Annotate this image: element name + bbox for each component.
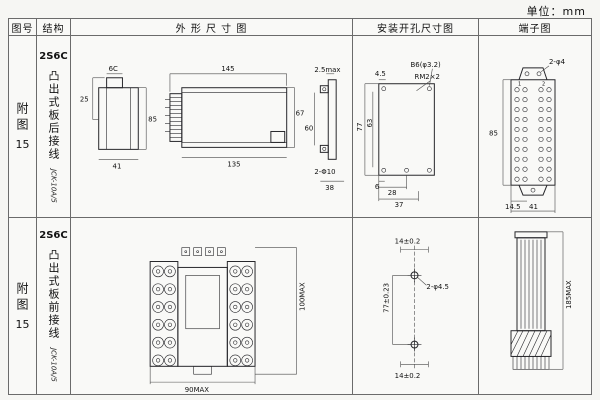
dim-67: 67: [296, 110, 305, 118]
dim-90max: 90MAX: [185, 386, 209, 394]
mounting-hole-top: [407, 268, 422, 283]
dim-60: 60: [305, 124, 314, 132]
fig-number: 15: [15, 138, 30, 151]
dimension-table: 图号 结构 外 形 尺 寸 图 安装开孔尺寸图 端子图 附图 15 2S6C 凸…: [8, 18, 592, 395]
fig-no-row2: 附图 15: [9, 218, 37, 394]
submodel-name: JCK-10A/5: [49, 348, 58, 382]
model-name: 2S6C: [39, 230, 68, 242]
mounting-holes-front-wiring: 14±0.2 2-φ4.5 77±0.23 14±0.2: [353, 218, 479, 394]
terminal-drawing-row2-svg: 185MAX: [510, 231, 573, 370]
relay-side-view: [514, 231, 548, 332]
dim-77: 77: [356, 123, 364, 132]
dim-41-terminal: 41: [529, 203, 538, 211]
header-structure: 结构: [37, 19, 71, 36]
dim-2phi4-5: 2-φ4.5: [426, 283, 449, 291]
mounting-drawing-row1-svg: 4.5 B6(φ3.2) RM2×2 77 63 6 28: [356, 61, 441, 209]
terminal-pins: [512, 356, 550, 370]
terminal-number-1: 1: [518, 82, 521, 88]
outline-drawing-rear-wiring: 6C 25 85 41 145: [71, 36, 353, 218]
dim-37: 37: [395, 201, 404, 209]
model-name: 2S6C: [39, 50, 68, 62]
dim-25: 25: [80, 96, 89, 104]
terminal-diagram-rear-wiring: 2-φ4 1 2: [479, 36, 591, 218]
dim-14-5: 14.5: [505, 203, 521, 211]
dim-2phi10: 2-Φ10: [314, 168, 335, 176]
terminal-screws-right: [229, 265, 253, 367]
unit-label: 单位：mm: [526, 5, 586, 18]
dim-85: 85: [148, 116, 157, 124]
submodel-name: JCK-10A/5: [49, 168, 58, 203]
header-terminal-diagram: 端子图: [479, 19, 591, 36]
dim-100max: 100MAX: [299, 282, 307, 311]
structure-text: 凸出式板后接线: [47, 69, 60, 161]
dim-185max: 185MAX: [565, 280, 573, 309]
dim-77-tol: 77±0.23: [383, 283, 391, 313]
dim-145: 145: [221, 65, 234, 73]
side-view: 6C 25 85 41: [80, 65, 157, 170]
outline-drawing-row1-svg: 6C 25 85 41 145: [80, 65, 345, 192]
mounting-ear-top: [518, 67, 548, 80]
socket-base: [510, 330, 552, 357]
terminal-diagram-front-wiring: 185MAX: [479, 218, 591, 394]
dim-rm2x2: RM2×2: [415, 73, 440, 81]
dim-28: 28: [388, 189, 397, 197]
dim-135: 135: [227, 160, 240, 168]
outline-drawing-row2-svg: 100MAX 90MAX: [149, 247, 307, 394]
panel-cutout: [378, 83, 435, 176]
front-view-front-wiring: [149, 247, 256, 375]
terminal-screws-left: [152, 265, 176, 367]
dim-14-bottom: 14±0.2: [395, 372, 421, 380]
fig-no-row1: 附图 15: [9, 36, 37, 218]
mounting-drawing-row2-svg: 14±0.2 2-φ4.5 77±0.23 14±0.2: [383, 238, 449, 380]
dim-4-5: 4.5: [375, 70, 386, 78]
dim-41: 41: [113, 162, 122, 170]
dim-b6-phi3-2: B6(φ3.2): [411, 61, 441, 69]
fig-label: 附图: [15, 281, 29, 314]
structure-row1: 2S6C 凸出式板后接线 JCK-10A/5: [37, 36, 71, 218]
terminal-number-2: 2: [542, 82, 545, 88]
mounting-holes-rear-wiring: 4.5 B6(φ3.2) RM2×2 77 63 6 28: [353, 36, 479, 218]
dim-85-terminal: 85: [489, 129, 498, 137]
header-outline-dims: 外 形 尺 寸 图: [71, 19, 353, 36]
terminal-drawing-row1-svg: 2-φ4 1 2: [489, 58, 566, 214]
dim-2-5max: 2.5max: [314, 66, 340, 74]
terminal-board: 1 2: [510, 79, 556, 186]
dim-63: 63: [366, 119, 374, 128]
fig-number: 15: [15, 317, 30, 331]
dim-38: 38: [325, 184, 334, 192]
header-fig-no: 图号: [9, 19, 37, 36]
structure-row2: 2S6C 凸出式板前接线 JCK-10A/5: [37, 218, 71, 394]
outline-drawing-front-wiring: 100MAX 90MAX: [71, 218, 353, 394]
dim-2phi4: 2-φ4: [549, 58, 566, 66]
dim-14-top: 14±0.2: [395, 238, 421, 246]
dim-6c: 6C: [109, 65, 118, 73]
front-view: 145: [164, 65, 305, 168]
structure-text: 凸出式板前接线: [47, 249, 60, 341]
header-mounting-holes: 安装开孔尺寸图: [353, 19, 479, 36]
dim-6: 6: [375, 183, 379, 191]
terminal-hole-grid: [514, 87, 552, 182]
mounting-ear-bottom: [518, 184, 548, 196]
profile-view: 2.5max 60 2-Φ10 38: [305, 66, 345, 192]
fig-label: 附图: [15, 102, 29, 134]
